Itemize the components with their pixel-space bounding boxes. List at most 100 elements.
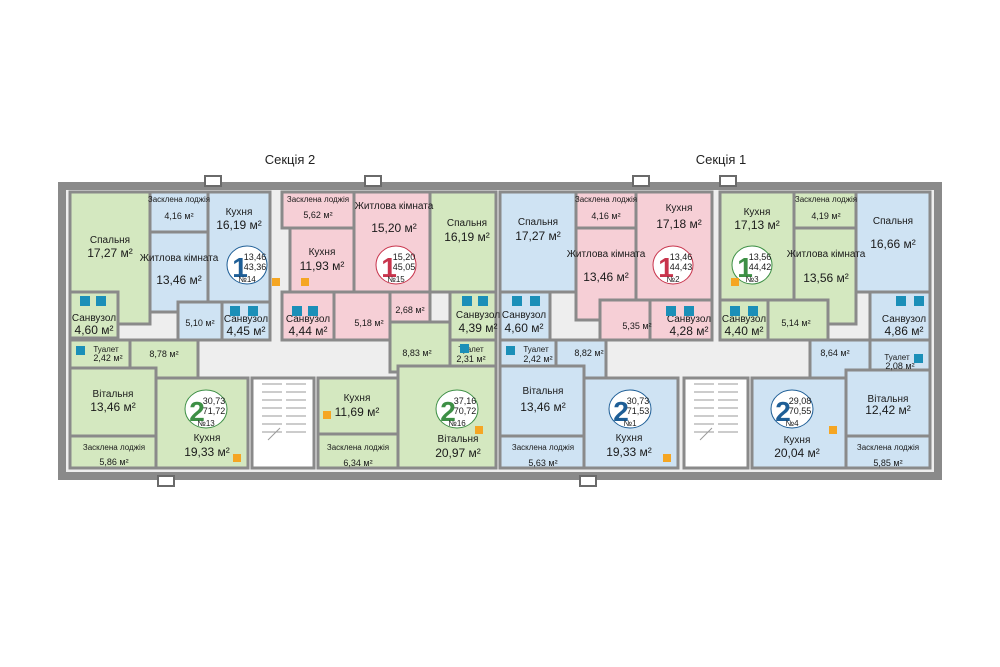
room-name: Санвузол xyxy=(882,314,926,325)
room-area: 2,08 м² xyxy=(885,361,914,371)
room-area: 4,16 м² xyxy=(164,211,193,221)
unit-area-living: 13,46 xyxy=(670,252,693,262)
room-area: 16,19 м² xyxy=(216,218,262,232)
unit-number: №13 xyxy=(197,419,215,428)
room-name: Вітальня xyxy=(523,386,564,397)
room-name: Кухня xyxy=(194,433,221,444)
room-loggia xyxy=(498,434,586,470)
unit-area-living: 30,73 xyxy=(627,396,650,406)
room-name: Засклена лоджія xyxy=(512,443,574,452)
unit-number: №1 xyxy=(623,419,637,428)
room-name: Кухня xyxy=(784,435,811,446)
unit-rooms-count: 2 xyxy=(189,396,205,427)
room-area: 5,86 м² xyxy=(99,457,128,467)
room-name: Кухня xyxy=(616,433,643,444)
room-area: 4,60 м² xyxy=(75,323,114,337)
room-area: 8,83 м² xyxy=(402,348,431,358)
room-area: 5,18 м² xyxy=(354,318,383,328)
room-area: 4,86 м² xyxy=(885,324,924,338)
unit-rooms-count: 1 xyxy=(737,252,753,283)
room-area: 4,60 м² xyxy=(505,321,544,335)
room-area: 11,93 м² xyxy=(300,259,345,273)
toilet-icon xyxy=(76,296,924,363)
room-area: 5,10 м² xyxy=(185,318,214,328)
section-title-1: Секція 1 xyxy=(696,152,747,167)
room-kitchen xyxy=(582,376,680,470)
unit-rooms-count: 2 xyxy=(613,396,629,427)
room-area: 5,14 м² xyxy=(781,318,810,328)
room-name: Житлова кімната xyxy=(787,249,866,260)
room-area: 4,28 м² xyxy=(670,324,709,338)
unit-number: №3 xyxy=(745,275,759,284)
room-area: 13,46 м² xyxy=(90,400,136,414)
unit-rooms-count: 2 xyxy=(440,396,456,427)
room-name: Кухня xyxy=(744,207,771,218)
room-area: 13,56 м² xyxy=(803,271,849,285)
room-name: Вітальня xyxy=(93,389,134,400)
room-name: Вітальня xyxy=(438,434,479,445)
room-area: 4,40 м² xyxy=(725,324,764,338)
room-name: Засклена лоджія xyxy=(327,443,389,452)
room-name: Санвузол xyxy=(667,314,711,325)
room-name: Кухня xyxy=(666,203,693,214)
room-name: Житлова кімната xyxy=(567,249,646,260)
unit-area-total: 43,36 xyxy=(244,262,267,272)
room-loggia xyxy=(280,190,356,230)
room-name: Кухня xyxy=(344,393,371,404)
room-name: Санвузол xyxy=(502,310,546,321)
room-area: 17,13 м² xyxy=(734,218,780,232)
room-hall xyxy=(766,298,830,342)
unit-rooms-count: 2 xyxy=(775,396,791,427)
unit-area-total: 70,55 xyxy=(789,406,812,416)
room-area: 20,97 м² xyxy=(435,446,481,460)
room-name: Санвузол xyxy=(224,314,268,325)
unit-badge-2: 1 13,46 44,43 №2 xyxy=(652,245,694,285)
unit-number: №2 xyxy=(666,275,680,284)
stove-icon xyxy=(233,278,837,462)
room-area: 17,27 м² xyxy=(515,229,561,243)
unit-number: №14 xyxy=(238,275,256,284)
unit-area-total: 44,42 xyxy=(749,262,772,272)
room-bathroom xyxy=(718,298,770,342)
room-bathroom xyxy=(68,290,120,340)
unit-rooms-count: 1 xyxy=(232,252,248,283)
room-area: 13,46 м² xyxy=(583,270,629,284)
room-area: 8,78 м² xyxy=(149,349,178,359)
room-name: Спальня xyxy=(873,216,913,227)
unit-badge-14: 1 13,46 43,36 №14 xyxy=(226,245,268,285)
room-name: Туалет xyxy=(884,353,910,362)
room-living xyxy=(68,366,158,438)
unit-rooms-count: 1 xyxy=(658,252,674,283)
vent-shafts xyxy=(157,175,737,487)
room-area: 4,45 м² xyxy=(227,324,266,338)
room-name: Туалет xyxy=(93,345,119,354)
room-hall xyxy=(332,290,392,342)
room-bathroom xyxy=(648,298,714,342)
room-name: Засклена лоджія xyxy=(575,195,637,204)
room-name: Санвузол xyxy=(722,314,766,325)
room-area: 4,16 м² xyxy=(591,211,620,221)
room-area: 4,19 м² xyxy=(811,211,840,221)
room-area: 20,04 м² xyxy=(774,446,820,460)
room-name: Санвузол xyxy=(72,313,116,324)
room-name: Засклена лоджія xyxy=(795,195,857,204)
room-name: Засклена лоджія xyxy=(148,195,210,204)
room-name: Засклена лоджія xyxy=(857,443,919,452)
room-area: 2,68 м² xyxy=(395,305,424,315)
unit-area-living: 29,08 xyxy=(789,396,812,406)
unit-area-total: 70,72 xyxy=(454,406,477,416)
unit-area-living: 30,73 xyxy=(203,396,226,406)
room-area: 11,69 м² xyxy=(335,405,380,419)
room-name: Житлова кімната xyxy=(355,201,434,212)
room-area: 6,34 м² xyxy=(343,458,372,468)
room-loggia xyxy=(68,434,158,470)
room-name: Кухня xyxy=(226,207,253,218)
room-area: 5,85 м² xyxy=(873,458,902,468)
room-area: 13,46 м² xyxy=(520,400,566,414)
room-living xyxy=(148,230,210,314)
room-name: Спальня xyxy=(518,217,558,228)
room-name: Туалет xyxy=(523,345,549,354)
unit-badge-3: 1 13,56 44,42 №3 xyxy=(731,245,773,285)
room-name: Спальня xyxy=(447,218,487,229)
